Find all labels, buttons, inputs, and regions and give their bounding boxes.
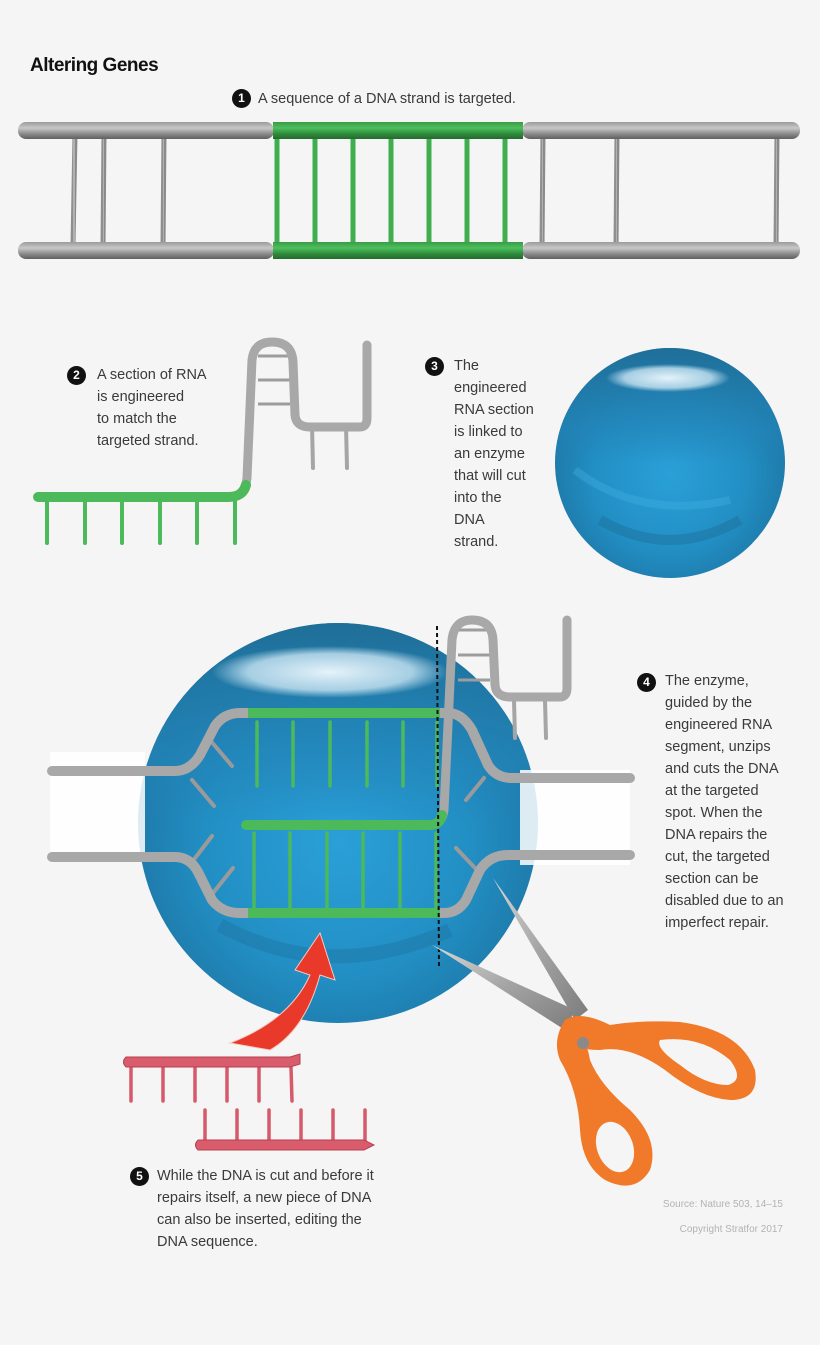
step-3-line: strand.: [454, 534, 499, 550]
step-3-line: into the: [454, 490, 502, 506]
step-4-line: spot. When the: [665, 805, 763, 821]
step-4-line: guided by the: [665, 695, 753, 711]
step-3-line: RNA section: [454, 402, 534, 418]
step-3-caption: 3 The engineered RNA section is linked t…: [425, 355, 534, 553]
step-4-line: The enzyme,: [665, 673, 749, 689]
page-title: Altering Genes: [30, 55, 159, 76]
rna-guide-step2: [33, 337, 372, 545]
step-2-line: to match the: [97, 411, 177, 427]
source-credit: Source: Nature 503, 14–15: [662, 1199, 783, 1210]
step-5-line: While the DNA is cut and before it: [157, 1168, 374, 1184]
step-5-badge: 5: [130, 1167, 149, 1186]
cut-line: [436, 625, 440, 969]
step-4-line: and cuts the DNA: [665, 761, 779, 777]
step-3-line: that will cut: [454, 468, 526, 484]
step-2-line: A section of RNA: [97, 367, 207, 383]
step-5-line: can also be inserted, editing the: [157, 1212, 362, 1228]
step-3-line: engineered: [454, 380, 527, 396]
step-4-line: disabled due to an: [665, 893, 784, 909]
step-4-line: at the targeted: [665, 783, 759, 799]
step-3-badge: 3: [425, 357, 444, 376]
step-2-line: targeted strand.: [97, 433, 199, 449]
step-1-badge: 1: [232, 89, 251, 108]
step-4-caption: 4 The enzyme, guided by the engineered R…: [637, 670, 784, 934]
dna-ladder-step1: [18, 122, 800, 259]
step-4-line: segment, unzips: [665, 739, 771, 755]
new-dna-piece: [123, 1053, 376, 1151]
step-2-caption: 2 A section of RNA is engineered to matc…: [67, 364, 207, 452]
step-1-caption: 1 A sequence of a DNA strand is targeted…: [232, 88, 516, 110]
step-3-line: The: [454, 358, 479, 374]
enzyme-sphere-step3: [555, 348, 785, 578]
step-4-line: engineered RNA: [665, 717, 773, 733]
step-2-badge: 2: [67, 366, 86, 385]
step-5-line: repairs itself, a new piece of DNA: [157, 1190, 372, 1206]
step-2-line: is engineered: [97, 389, 185, 405]
step-5-line: DNA sequence.: [157, 1234, 258, 1250]
copyright-credit: Copyright Stratfor 2017: [679, 1224, 783, 1235]
enzyme-dna-cut-step4: [47, 615, 635, 1023]
step-4-line: imperfect repair.: [665, 915, 769, 931]
step-1-line: A sequence of a DNA strand is targeted.: [258, 91, 516, 107]
step-4-badge: 4: [637, 673, 656, 692]
insertion-arrow: [228, 931, 336, 1051]
step-3-line: DNA: [454, 512, 485, 528]
step-4-line: cut, the targeted: [665, 849, 770, 865]
scissors-icon: [432, 878, 756, 1186]
step-4-line: DNA repairs the: [665, 827, 768, 843]
step-5-caption: 5 While the DNA is cut and before it rep…: [130, 1165, 374, 1253]
step-3-line: an enzyme: [454, 446, 525, 462]
step-4-line: section can be: [665, 871, 759, 887]
step-3-line: is linked to: [454, 424, 523, 440]
